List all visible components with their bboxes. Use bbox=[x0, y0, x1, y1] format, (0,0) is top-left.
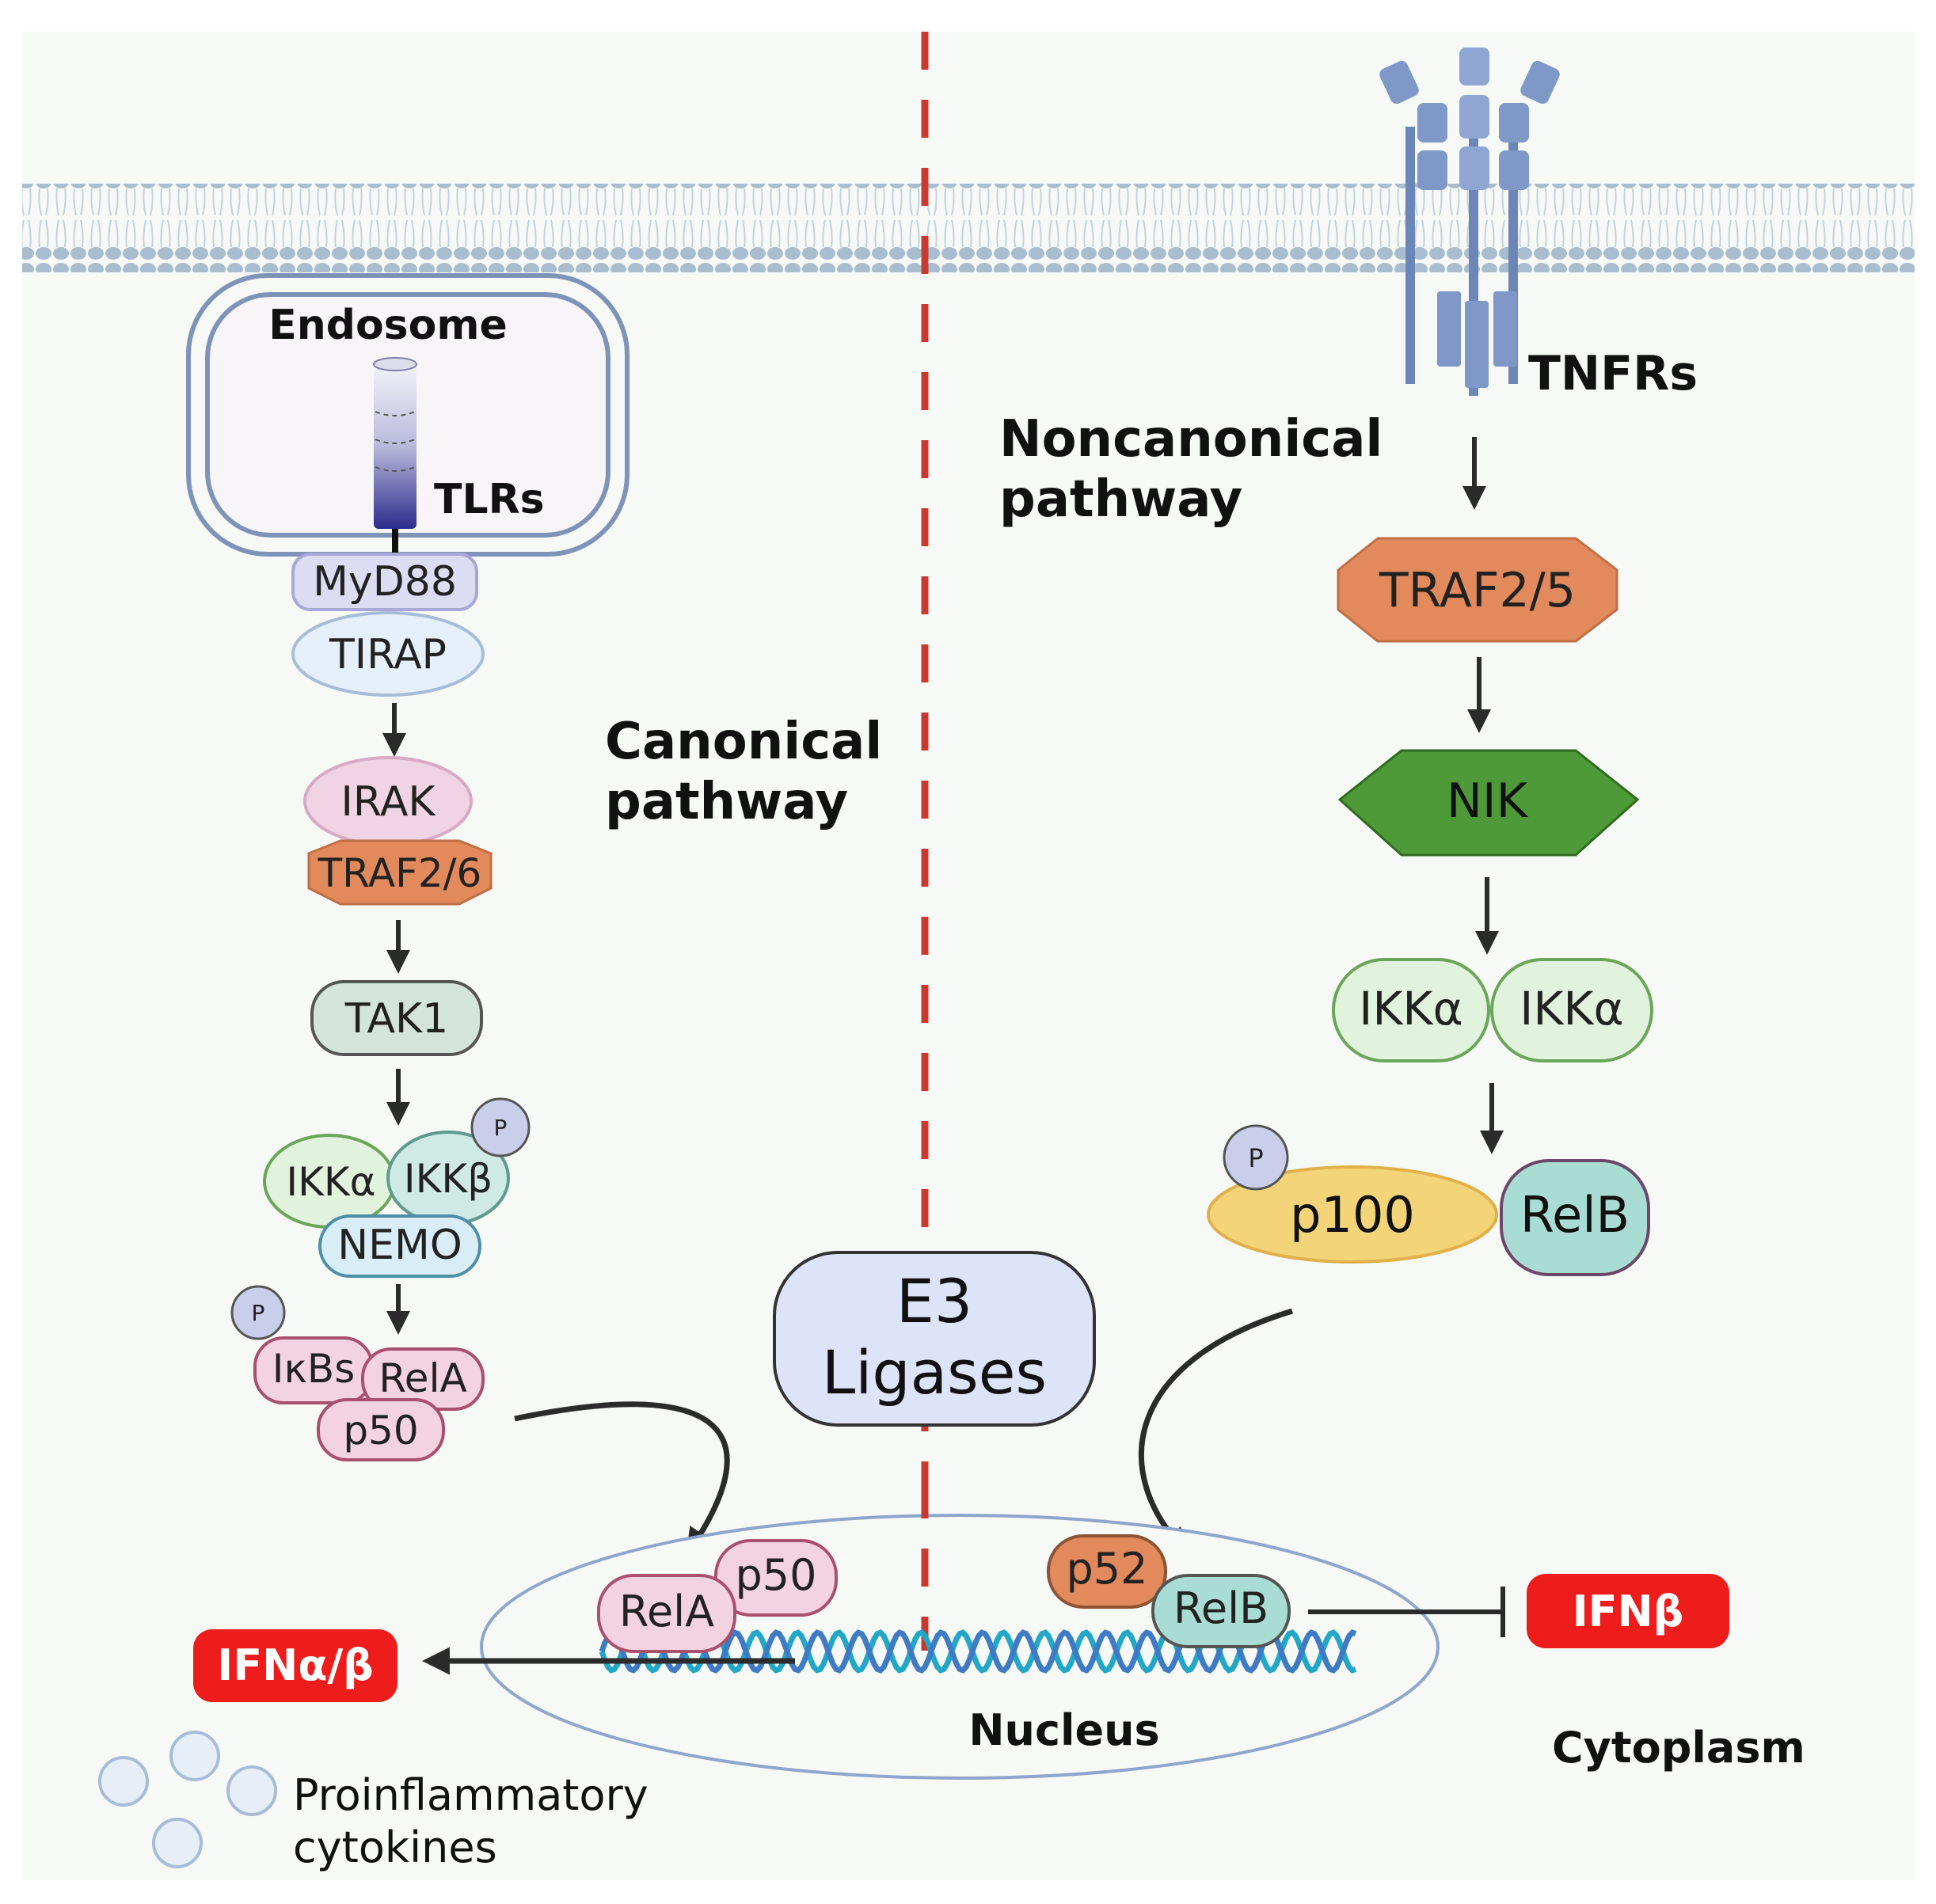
traf26-node: TRAF2/6 bbox=[307, 839, 493, 906]
ifnab-label: IFNα/β bbox=[217, 1640, 374, 1690]
phospho-p100 bbox=[1223, 1124, 1289, 1191]
tirap-label: TIRAP bbox=[329, 631, 447, 678]
endosome-label: Endosome bbox=[268, 302, 508, 349]
nuclear-rela-label: RelA bbox=[619, 1587, 714, 1636]
membrane-icon bbox=[22, 184, 1915, 272]
p100-label: p100 bbox=[1290, 1186, 1415, 1244]
myd88-node: MyD88 bbox=[291, 553, 478, 611]
myd88-label: MyD88 bbox=[313, 558, 457, 606]
noncanonical-title-line1: Noncanonical bbox=[999, 410, 1383, 469]
e3-line2: Ligases bbox=[822, 1337, 1047, 1408]
nucleus-label: Nucleus bbox=[968, 1705, 1159, 1755]
cytokines-label-line2: cytokines bbox=[293, 1822, 497, 1872]
tlrs-label: TLRs bbox=[434, 476, 545, 523]
ifnab-badge: IFNα/β bbox=[193, 1629, 397, 1702]
irak-node: IRAK bbox=[303, 756, 473, 846]
ikka-1-label: IKKα bbox=[1359, 982, 1462, 1036]
phospho-ikb-label: P bbox=[252, 1300, 265, 1326]
arrow-noncanonical-nuclear bbox=[1139, 1308, 1294, 1556]
toll-like-receptor-icon bbox=[373, 357, 417, 556]
cytokine-vesicle-icon bbox=[98, 1731, 277, 1868]
phospho-ikb bbox=[230, 1285, 286, 1340]
rela-label: RelA bbox=[378, 1355, 466, 1401]
e3-ligases-box: E3 Ligases bbox=[773, 1251, 1096, 1427]
nik-node: NIK bbox=[1337, 749, 1640, 857]
tnf-receptor-icon bbox=[1379, 48, 1560, 396]
ifnb-badge: IFNβ bbox=[1527, 1574, 1729, 1648]
canonical-title-line2: pathway bbox=[605, 773, 848, 831]
ikka-dimer: IKKα IKKα bbox=[1332, 958, 1653, 1062]
ikb-complex: IκBs RelA p50 P bbox=[230, 1285, 485, 1461]
p50-label: p50 bbox=[343, 1408, 418, 1454]
ikk-complex: IKKα IKKβ P NEMO bbox=[263, 1097, 531, 1278]
traf25-label: TRAF2/5 bbox=[1379, 563, 1576, 618]
ikkb-label: IKKβ bbox=[404, 1156, 493, 1202]
nemo-label: NEMO bbox=[337, 1222, 462, 1269]
ikka-2-label: IKKα bbox=[1520, 982, 1623, 1036]
nuclear-relb-label: RelB bbox=[1173, 1583, 1268, 1633]
e3-line1: E3 bbox=[896, 1266, 972, 1336]
nuclear-rela-p50: p50 RelA bbox=[597, 1539, 838, 1653]
ikka-label: IKKα bbox=[286, 1159, 375, 1205]
nuclear-p52-relb: p52 RelB bbox=[1047, 1534, 1291, 1648]
tnfrs-label: TNFRs bbox=[1528, 346, 1698, 401]
ikbs-label: IκBs bbox=[272, 1346, 356, 1392]
ifnb-label: IFNβ bbox=[1573, 1587, 1684, 1636]
arrow-canonical-nuclear bbox=[514, 1401, 730, 1556]
cell-membrane bbox=[22, 184, 1915, 272]
nuclear-p52-label: p52 bbox=[1067, 1544, 1148, 1594]
nik-label: NIK bbox=[1447, 773, 1529, 829]
relb-label: RelB bbox=[1520, 1186, 1630, 1244]
phospho-p100-label: P bbox=[1248, 1143, 1263, 1173]
traf26-label: TRAF2/6 bbox=[318, 850, 482, 896]
cytoplasm-label: Cytoplasm bbox=[1552, 1723, 1805, 1773]
phospho-ikk bbox=[470, 1097, 531, 1157]
canonical-title-line1: Canonical bbox=[605, 713, 882, 771]
nuclear-p50-label: p50 bbox=[736, 1550, 817, 1600]
tak1-node: TAK1 bbox=[310, 980, 483, 1056]
noncanonical-title-line2: pathway bbox=[999, 470, 1242, 529]
phospho-ikk-label: P bbox=[494, 1115, 508, 1141]
tak1-label: TAK1 bbox=[344, 995, 448, 1043]
tirap-node: TIRAP bbox=[291, 611, 485, 697]
irak-label: IRAK bbox=[340, 778, 436, 826]
cytokines-label-line1: Proinflammatory bbox=[293, 1770, 649, 1820]
traf25-node: TRAF2/5 bbox=[1337, 537, 1618, 643]
p100-relb-complex: p100 P RelB bbox=[1207, 1124, 1650, 1276]
